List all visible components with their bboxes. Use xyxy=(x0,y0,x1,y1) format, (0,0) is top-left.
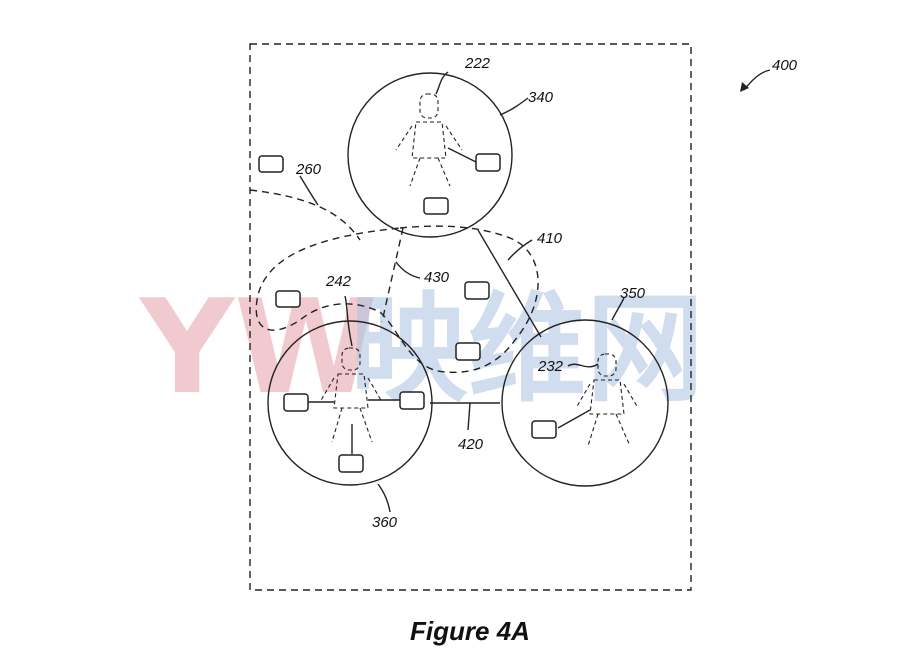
region-260-leader xyxy=(299,175,319,206)
device-box xyxy=(338,454,364,473)
leader-350 xyxy=(611,297,625,321)
person-232-icon xyxy=(575,353,639,447)
device-box xyxy=(475,153,501,172)
label-400: 400 xyxy=(772,57,798,74)
device-box xyxy=(464,281,490,300)
leader-232 xyxy=(567,363,599,368)
label-420: 420 xyxy=(458,436,484,453)
label-430: 430 xyxy=(424,269,450,286)
label-350: 350 xyxy=(620,285,646,302)
connector-232 xyxy=(557,409,591,429)
connector-222 xyxy=(447,147,477,163)
device-box xyxy=(455,342,481,361)
device-box xyxy=(283,393,309,412)
device-box xyxy=(275,290,301,308)
label-360: 360 xyxy=(372,514,398,531)
region-260-boundary xyxy=(249,189,361,241)
leader-340 xyxy=(499,97,529,116)
label-232: 232 xyxy=(537,358,564,375)
leader-420 xyxy=(467,402,471,431)
figure-caption: Figure 4A xyxy=(410,616,530,646)
leader-430 xyxy=(395,261,421,279)
watermark-letters: YW xyxy=(138,271,378,423)
label-410: 410 xyxy=(537,230,563,247)
overlap-region-boundary xyxy=(255,225,539,374)
arrowhead-400-icon xyxy=(740,82,749,92)
leader-360 xyxy=(377,483,391,513)
leader-242 xyxy=(344,295,353,347)
label-340: 340 xyxy=(528,89,554,106)
leader-400 xyxy=(743,69,771,91)
zone-circle-350 xyxy=(501,319,669,487)
device-box xyxy=(258,155,284,173)
link-410 xyxy=(477,229,542,338)
label-222: 222 xyxy=(464,55,491,72)
link-430 xyxy=(381,227,404,323)
label-260: 260 xyxy=(295,161,322,178)
device-box xyxy=(399,391,425,410)
label-242: 242 xyxy=(325,273,352,290)
leader-410 xyxy=(507,239,533,261)
system-boundary xyxy=(249,43,692,591)
person-222-icon xyxy=(395,93,463,187)
person-242-icon xyxy=(319,347,383,443)
device-box xyxy=(531,420,557,439)
zone-circle-360 xyxy=(267,320,433,486)
zone-circle-340 xyxy=(347,72,513,238)
device-box xyxy=(423,197,449,215)
leader-222 xyxy=(435,71,449,95)
